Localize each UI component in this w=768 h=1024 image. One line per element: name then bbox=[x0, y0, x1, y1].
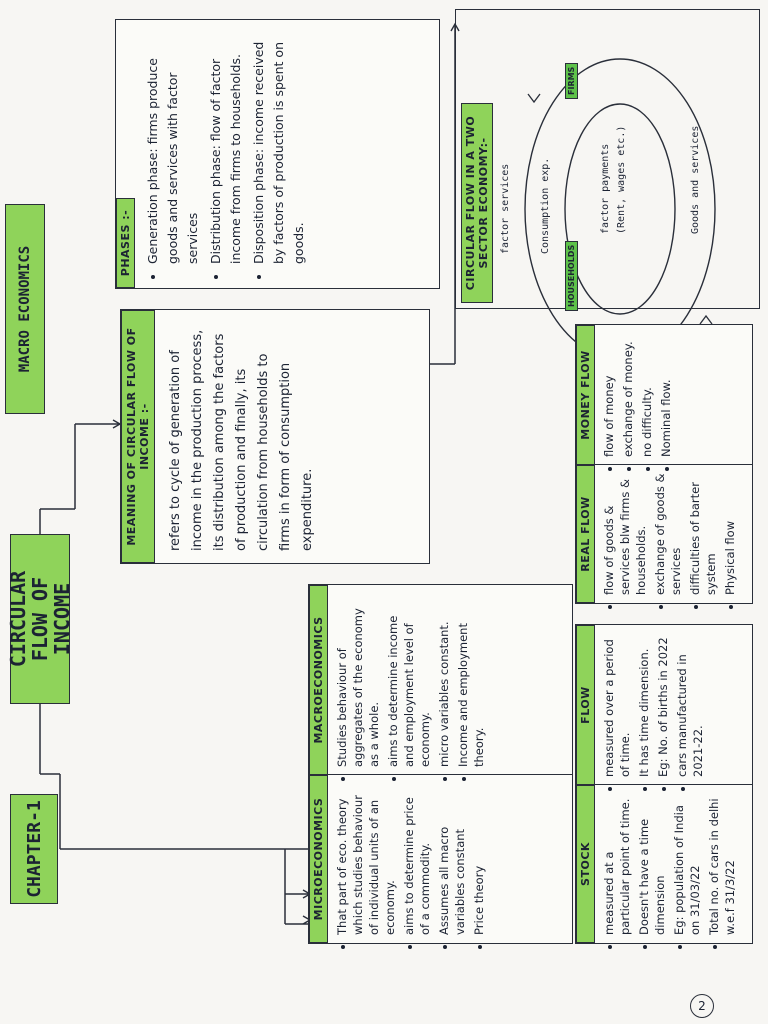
macro-column: MACROECONOMICS Studies behaviour of aggr… bbox=[309, 585, 572, 775]
two-sector-heading: CIRCULAR FLOW IN A TWO SECTOR ECONOMY:- bbox=[461, 103, 493, 303]
page-number: 2 bbox=[690, 994, 714, 1018]
goods-services-label: Goods and services bbox=[690, 125, 701, 234]
macro-point: Income and employment theory. bbox=[455, 593, 487, 767]
phases-box: PHASES :- Generation phase: firms produc… bbox=[115, 19, 440, 289]
phase-point: Generation phase: firms produce goods an… bbox=[143, 32, 203, 264]
flow-point: cars manufactured in 2021-22. bbox=[674, 633, 706, 777]
meaning-box: MEANING OF CIRCULAR FLOW OF INCOME :- re… bbox=[120, 309, 430, 564]
phase-point: Distribution phase: flow of factor incom… bbox=[206, 32, 246, 264]
factor-payments-detail-label: (Rent, wages etc.) bbox=[616, 125, 627, 234]
real-flow-heading: REAL FLOW bbox=[576, 465, 595, 603]
flow-point: It has time dimension. bbox=[636, 633, 652, 777]
real-flow-point: difficulties of barter system bbox=[687, 473, 719, 595]
micro-heading: MICROECONOMICS bbox=[309, 775, 328, 943]
real-flow-column: REAL FLOW flow of goods & services blw f… bbox=[576, 465, 752, 603]
flow-point: measured over a period of time. bbox=[601, 633, 633, 777]
subject-node: MACRO ECONOMICS bbox=[5, 204, 45, 414]
macro-point: Studies behaviour of aggregates of the e… bbox=[334, 593, 382, 767]
consumption-exp-label: Consumption exp. bbox=[540, 157, 551, 254]
money-flow-heading: MONEY FLOW bbox=[576, 325, 595, 465]
real-flow-point: flow of goods & services blw firms & hou… bbox=[601, 473, 649, 595]
micro-column: MICROECONOMICS That part of eco. theory … bbox=[309, 775, 572, 943]
households-node: HOUSEHOLDS bbox=[565, 240, 578, 311]
micro-point: aims to determine price of a commodity. bbox=[401, 783, 433, 935]
real-money-table: REAL FLOW flow of goods & services blw f… bbox=[575, 324, 753, 604]
flow-column: FLOW measured over a period of time. It … bbox=[576, 625, 752, 785]
micro-macro-table: MICROECONOMICS That part of eco. theory … bbox=[308, 584, 573, 944]
stock-flow-table: STOCK measured at a particular point of … bbox=[575, 624, 753, 944]
micro-point: Price theory bbox=[471, 783, 487, 935]
phases-heading: PHASES :- bbox=[116, 198, 135, 288]
money-flow-point: exchange of money. bbox=[620, 333, 636, 457]
factor-services-label: factor services bbox=[500, 163, 511, 254]
meaning-text: refers to cycle of generation of income … bbox=[168, 329, 315, 551]
stock-point: measured at a particular point of time. bbox=[601, 793, 633, 935]
micro-point: That part of eco. theory which studies b… bbox=[334, 783, 398, 935]
macro-heading: MACROECONOMICS bbox=[309, 585, 328, 775]
stock-point: Doesn't have a time dimension bbox=[636, 793, 668, 935]
factor-payments-label: factor payments bbox=[600, 143, 611, 234]
flow-heading: FLOW bbox=[576, 625, 595, 785]
central-topic-node: CIRCULAR FLOW OF INCOME bbox=[6, 534, 74, 704]
money-flow-column: MONEY FLOW flow of money exchange of mon… bbox=[576, 325, 752, 465]
money-flow-point: flow of money bbox=[601, 333, 617, 458]
micro-point: Assumes all macro variables constant bbox=[436, 783, 468, 935]
money-flow-point: Nominal flow. bbox=[658, 333, 674, 457]
money-flow-point: no difficulty. bbox=[639, 333, 655, 457]
macro-point: aims to determine income and employment … bbox=[385, 593, 433, 767]
real-flow-point: exchange of goods & services bbox=[652, 473, 684, 595]
firms-node: FIRMS bbox=[565, 62, 578, 99]
real-flow-point: Physical flow bbox=[722, 473, 738, 595]
stock-point: Total no. of cars in delhi w.e.f 31/3/22 bbox=[706, 793, 738, 935]
macro-point: micro variables constant. bbox=[436, 593, 452, 767]
stock-column: STOCK measured at a particular point of … bbox=[576, 785, 752, 943]
meaning-heading: MEANING OF CIRCULAR FLOW OF INCOME :- bbox=[121, 310, 155, 563]
stock-heading: STOCK bbox=[576, 785, 595, 943]
stock-point: Eg: population of India on 31/03/22 bbox=[671, 793, 703, 935]
chapter-node: CHAPTER-1 bbox=[10, 794, 58, 904]
phase-point: Disposition phase: income received by fa… bbox=[249, 32, 309, 264]
flow-point: Eg: No. of births in 2022 bbox=[655, 633, 671, 777]
